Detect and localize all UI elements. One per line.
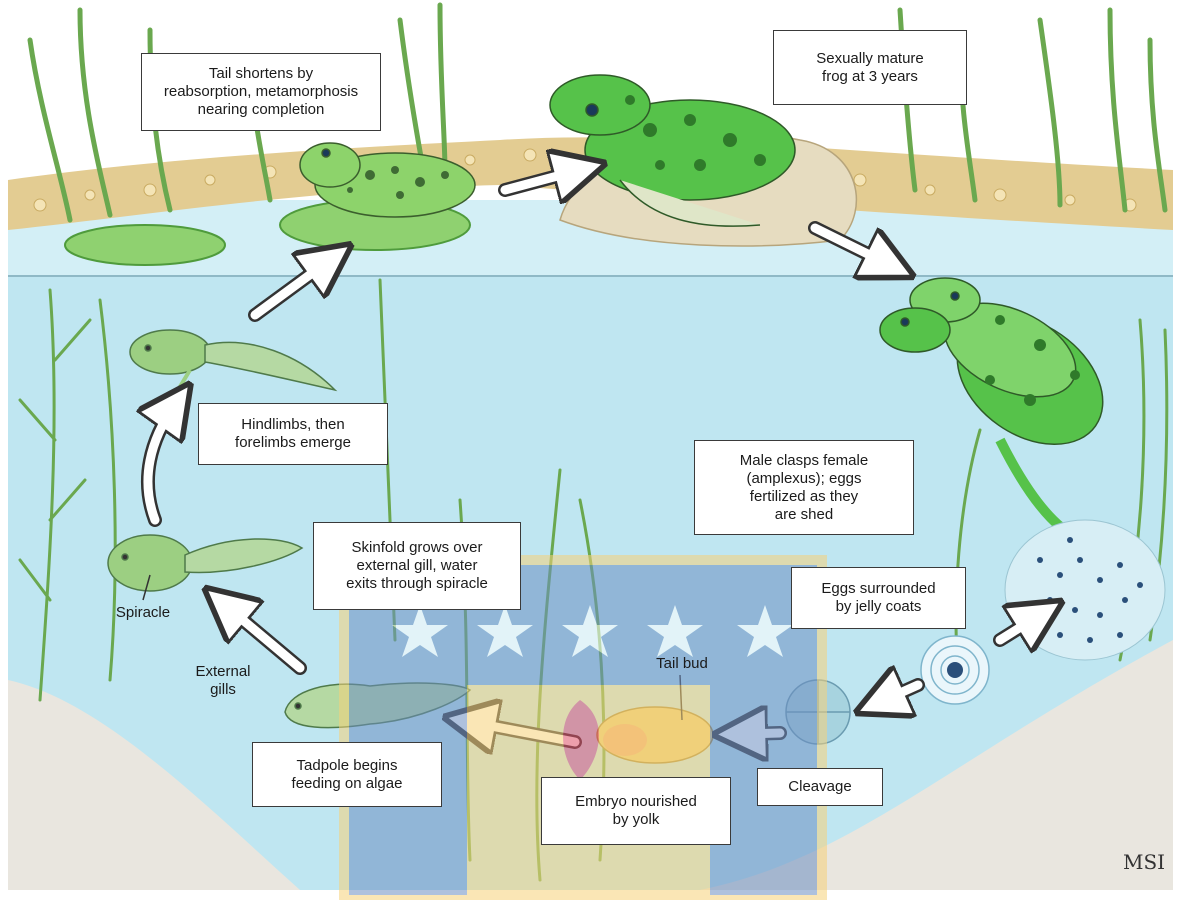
label-sexually-mature: Sexually mature frog at 3 years — [773, 30, 967, 105]
artist-signature: MSI — [1123, 850, 1165, 874]
lily-pad — [65, 225, 225, 265]
label-male-clasps: Male clasps female (amplexus); eggs fert… — [694, 440, 914, 535]
label-external-gills: External gills — [183, 663, 263, 699]
label-spiracle: Spiracle — [98, 604, 188, 622]
egg-mass — [1005, 520, 1165, 660]
label-cleavage: Cleavage — [757, 768, 883, 806]
watermark-logo — [344, 560, 822, 900]
label-eggs-surrounded: Eggs surrounded by jelly coats — [791, 567, 966, 629]
jelly-coated-egg — [921, 636, 989, 704]
label-tadpole-feeding: Tadpole begins feeding on algae — [252, 742, 442, 807]
label-hindlimbs: Hindlimbs, then forelimbs emerge — [198, 403, 388, 465]
label-tail-bud: Tail bud — [642, 655, 722, 673]
label-skinfold: Skinfold grows over external gill, water… — [313, 522, 521, 610]
label-tail-shortens: Tail shortens by reabsorption, metamorph… — [141, 53, 381, 131]
label-embryo-nourished: Embryo nourished by yolk — [541, 777, 731, 845]
